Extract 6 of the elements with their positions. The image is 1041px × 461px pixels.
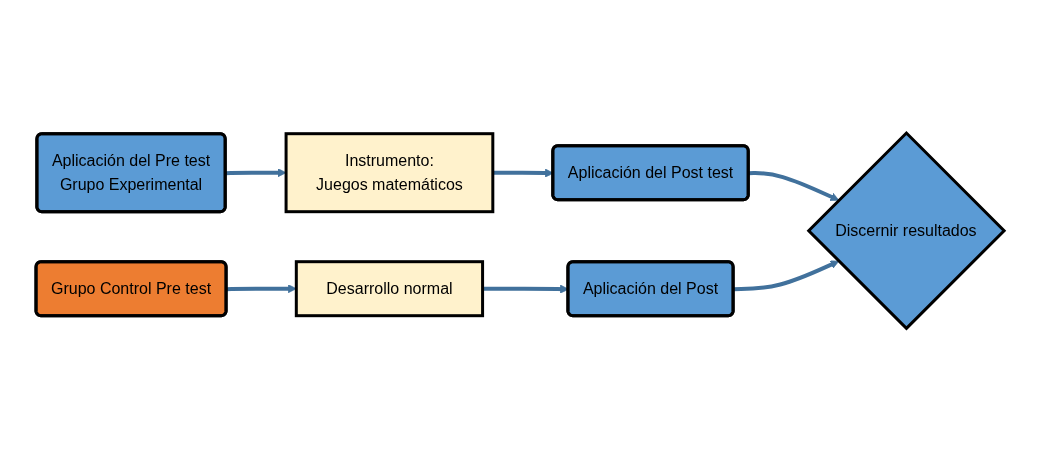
arrow (734, 260, 840, 291)
node-box: Instrumento: Juegos matemáticos (285, 132, 495, 213)
node-diamond: Discernir resultados (807, 130, 1007, 331)
arrow (226, 168, 287, 177)
node-box: Desarrollo normal (295, 260, 485, 317)
arrow (749, 170, 840, 201)
